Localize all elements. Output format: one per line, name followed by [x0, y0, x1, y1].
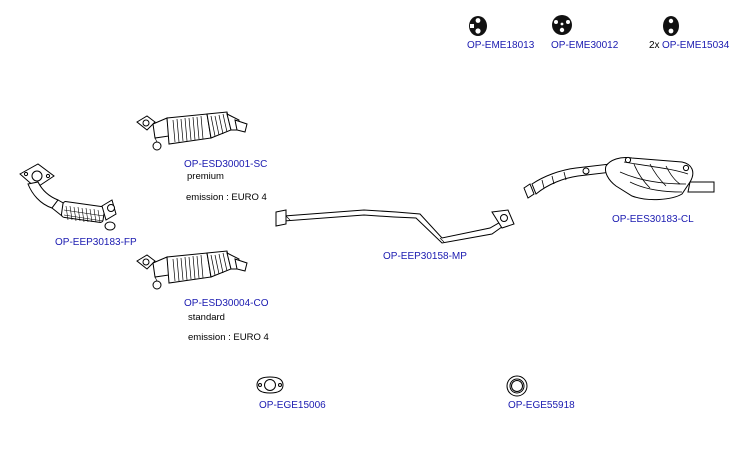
hanger-eme18013[interactable]	[466, 14, 490, 38]
gasket-ege55918[interactable]	[505, 374, 529, 398]
hanger-qty-eme15034: 2x	[649, 40, 660, 51]
hanger-eme30012[interactable]	[550, 13, 574, 37]
catalyst-premium-emission: emission : EURO 4	[186, 192, 267, 203]
catalyst-premium-code[interactable]: OP-ESD30001-SC	[184, 159, 268, 170]
rear-silencer[interactable]	[520, 152, 720, 212]
catalyst-standard-code[interactable]: OP-ESD30004-CO	[184, 298, 269, 309]
middle-pipe-icon	[275, 209, 515, 244]
rubber-hanger-icon	[552, 15, 572, 35]
gasket-code-ege55918[interactable]: OP-EGE55918	[508, 400, 575, 411]
front-pipe-icon	[19, 163, 117, 231]
middle-pipe-code[interactable]: OP-EEP30158-MP	[383, 251, 467, 262]
gasket-icon	[256, 376, 284, 394]
hanger-code-eme18013[interactable]: OP-EME18013	[467, 40, 535, 51]
catalyst-standard-emission: emission : EURO 4	[188, 332, 269, 343]
gasket-ege15006[interactable]	[254, 374, 286, 396]
front-pipe-code[interactable]: OP-EEP30183-FP	[55, 237, 137, 248]
hanger-code-eme30012[interactable]: OP-EME30012	[551, 40, 619, 51]
catalyst-standard-grade: standard	[188, 312, 225, 323]
front-pipe[interactable]	[14, 160, 118, 234]
middle-pipe[interactable]	[268, 200, 520, 252]
gasket-code-ege15006[interactable]: OP-EGE15006	[259, 400, 326, 411]
catalytic-converter-icon	[136, 250, 248, 290]
rear-silencer-code[interactable]: OP-EES30183-CL	[612, 214, 694, 225]
hanger-eme15034[interactable]	[661, 14, 681, 38]
ring-gasket-icon	[506, 375, 528, 397]
rear-silencer-icon	[523, 156, 715, 201]
catalyst-premium-grade: premium	[187, 171, 224, 182]
catalytic-converter-icon	[136, 111, 248, 151]
rubber-hanger-icon	[663, 16, 679, 36]
catalyst-standard[interactable]	[135, 247, 251, 297]
rubber-hanger-icon	[469, 16, 487, 36]
catalyst-premium[interactable]	[135, 108, 251, 158]
hanger-code-eme15034[interactable]: OP-EME15034	[662, 40, 730, 51]
